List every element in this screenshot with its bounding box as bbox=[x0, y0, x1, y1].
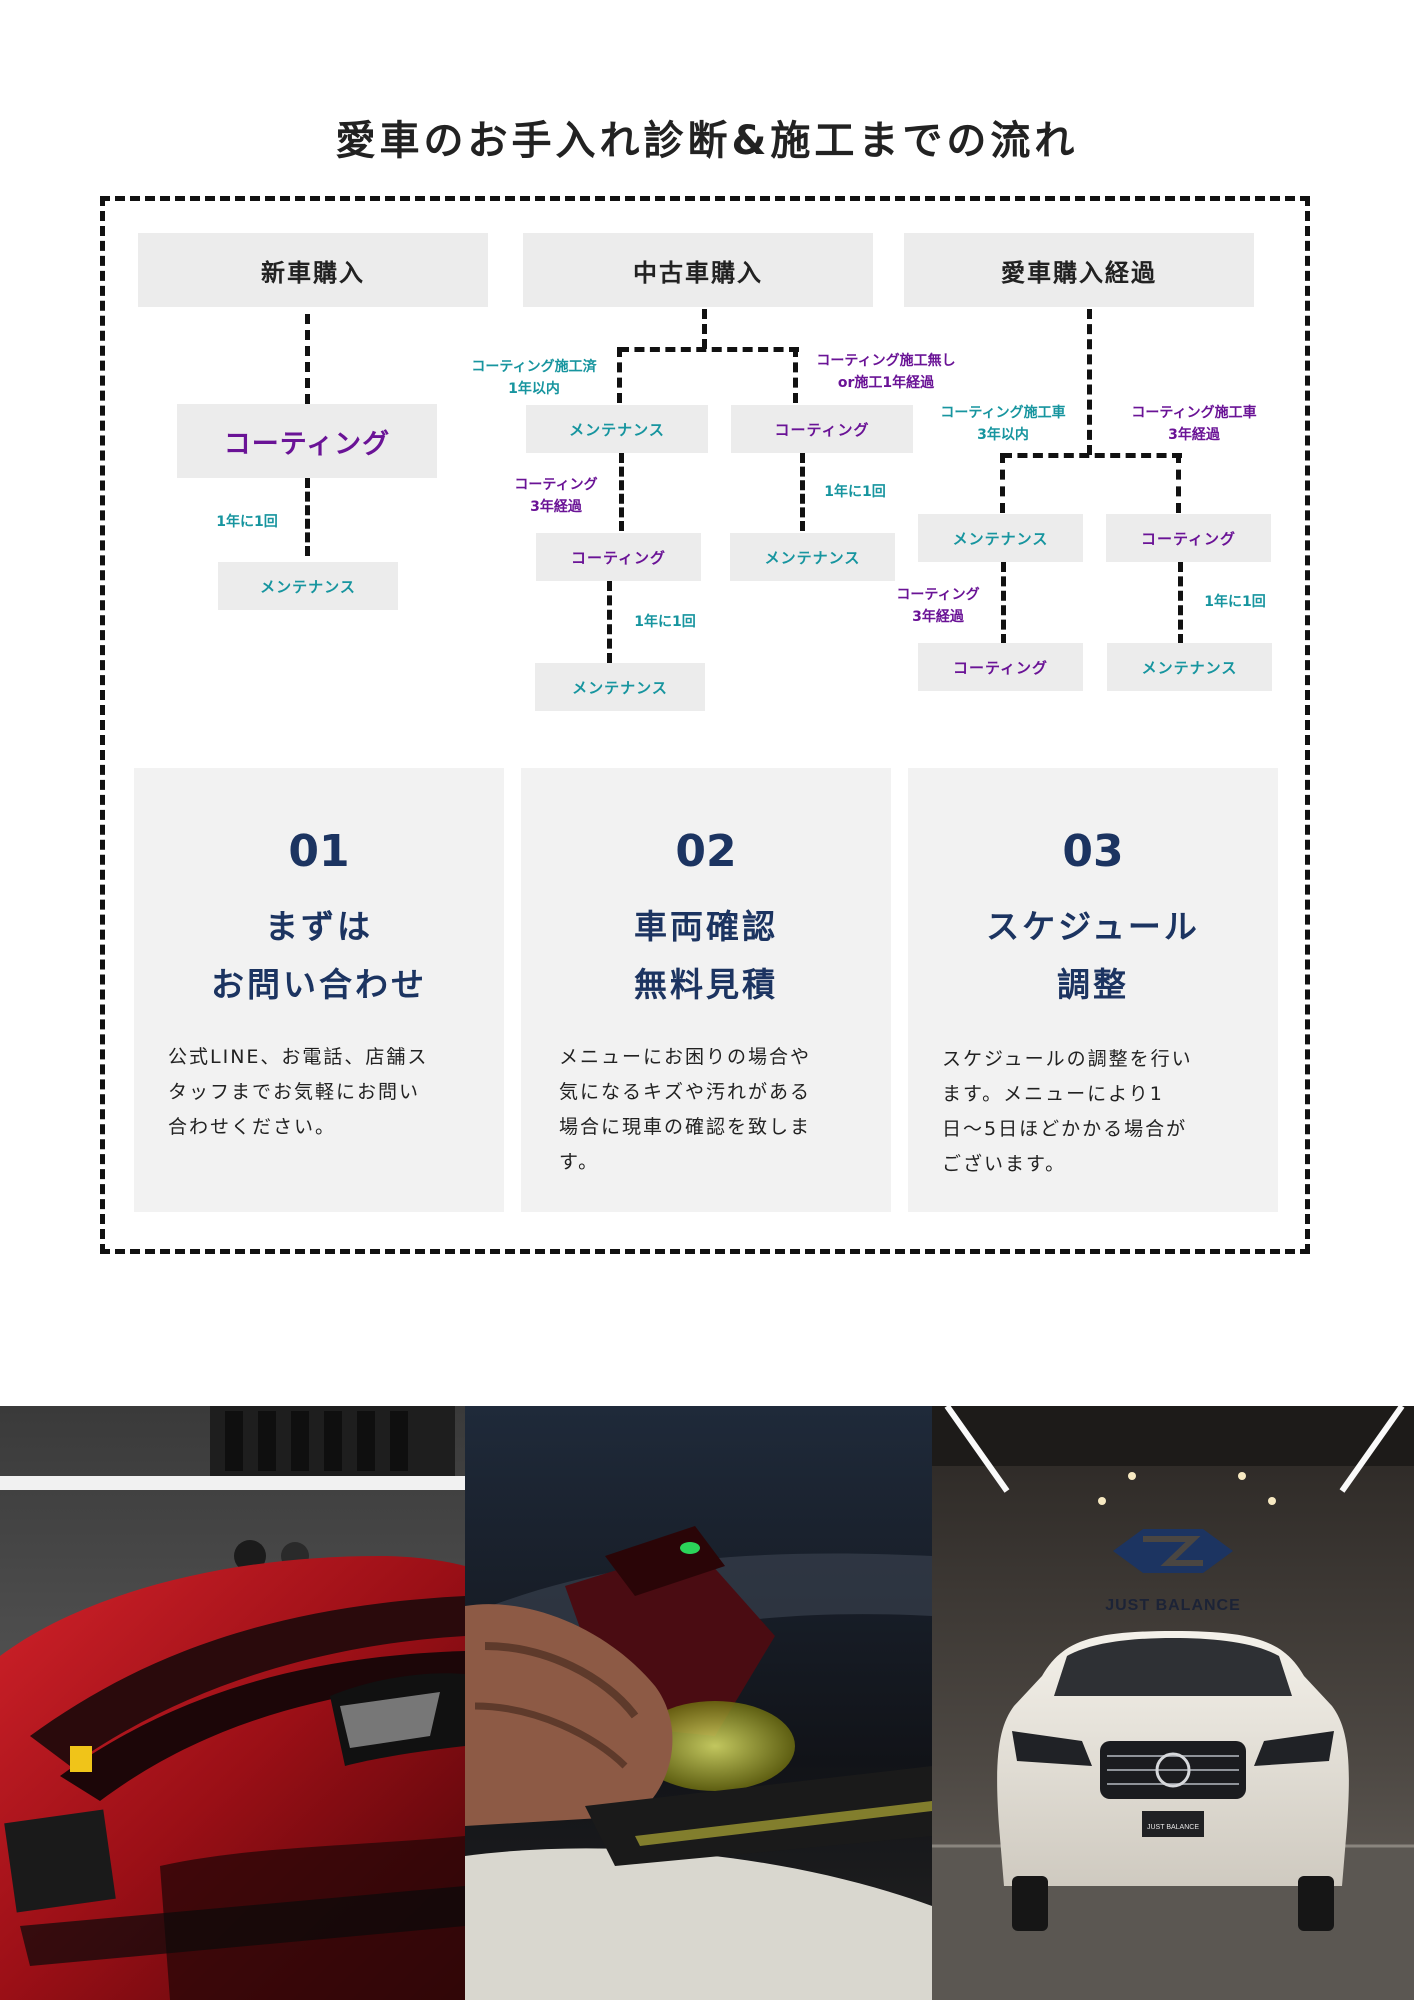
step-description: メニューにお困りの場合や 気になるキズや汚れがある 場合に現車の確認を致しま す… bbox=[559, 1046, 812, 1173]
flow-box-maintenance: メンテナンス bbox=[526, 405, 708, 453]
step-description: 公式LINE、お電話、店舗ス タッフまでお気軽にお問い 合わせください。 bbox=[168, 1046, 429, 1138]
flow-box-maintenance: メンテナンス bbox=[918, 514, 1083, 562]
interval-label: 1年に1回 bbox=[216, 514, 278, 530]
white-suv-illustration: JUST BALANCE JUST BALANCE bbox=[932, 1406, 1414, 2000]
interval-label: 1年に1回 bbox=[824, 484, 886, 500]
flow-box-maintenance: メンテナンス bbox=[1107, 643, 1272, 691]
connector-line bbox=[607, 581, 612, 663]
connector-line bbox=[305, 314, 310, 404]
interval-label: 1年に1回 bbox=[634, 614, 696, 630]
condition-label: コーティング 3年経過 bbox=[514, 477, 598, 515]
condition-label: コーティング施工済 1年以内 bbox=[471, 359, 597, 397]
photo-polisher bbox=[465, 1406, 932, 2000]
column-header-elapsed: 愛車購入経過 bbox=[904, 233, 1254, 307]
connector-line bbox=[702, 309, 707, 349]
connector-line bbox=[619, 453, 624, 531]
flow-box-maintenance: メンテナンス bbox=[218, 562, 398, 610]
column-header-new-car: 新車購入 bbox=[138, 233, 488, 307]
photo-red-sports-car bbox=[0, 1406, 465, 2000]
connector-line bbox=[1000, 453, 1005, 513]
connector-line bbox=[1087, 309, 1092, 455]
flow-box-coating: コーティング bbox=[918, 643, 1083, 691]
connector-line bbox=[800, 453, 805, 531]
connector-line bbox=[1002, 453, 1182, 458]
step-card-3: 03 スケジュール 調整 スケジュールの調整を行い ます。メニューにより1 日～… bbox=[908, 768, 1278, 1212]
connector-line bbox=[619, 347, 799, 352]
connector-line bbox=[793, 347, 798, 403]
connector-line bbox=[1001, 562, 1006, 644]
step-number: 03 bbox=[1062, 826, 1124, 877]
flow-box-coating: コーティング bbox=[1106, 514, 1271, 562]
connector-line bbox=[305, 478, 310, 556]
flow-frame bbox=[100, 196, 1310, 1254]
polisher-illustration bbox=[465, 1406, 932, 2000]
flow-box-coating: コーティング bbox=[731, 405, 913, 453]
flow-box-maintenance: メンテナンス bbox=[730, 533, 895, 581]
car-emblem-icon bbox=[1155, 1752, 1191, 1788]
red-car-illustration bbox=[0, 1406, 465, 2000]
brand-logo-icon bbox=[1113, 1529, 1233, 1573]
step-card-2: 02 車両確認 無料見積 メニューにお困りの場合や 気になるキズや汚れがある 場… bbox=[521, 768, 891, 1212]
connector-line bbox=[1176, 453, 1181, 513]
step-number: 01 bbox=[288, 826, 350, 877]
connector-line bbox=[1178, 562, 1183, 644]
page-title: 愛車のお手入れ診断&施工までの流れ bbox=[335, 118, 1079, 164]
step-number: 02 bbox=[675, 826, 737, 877]
step-title: 車両確認 無料見積 bbox=[634, 907, 778, 1004]
flow-box-maintenance: メンテナンス bbox=[535, 663, 705, 711]
flow-box-coating: コーティング bbox=[536, 533, 701, 581]
condition-label: コーティング 3年経過 bbox=[896, 587, 980, 625]
license-plate: JUST BALANCE bbox=[1147, 1824, 1199, 1831]
garage-sign: JUST BALANCE bbox=[1105, 1597, 1241, 1614]
flow-box-coating: コーティング bbox=[177, 404, 437, 478]
condition-label: コーティング施工車 3年以内 bbox=[940, 405, 1066, 443]
connector-line bbox=[617, 347, 622, 403]
step-description: スケジュールの調整を行い ます。メニューにより1 日～5日ほどかかる場合が ござ… bbox=[942, 1048, 1193, 1175]
interval-label: 1年に1回 bbox=[1204, 594, 1266, 610]
condition-label: コーティング施工無し or施工1年経過 bbox=[816, 353, 956, 391]
column-header-used-car: 中古車購入 bbox=[523, 233, 873, 307]
step-title: まずは お問い合わせ bbox=[211, 907, 427, 1004]
photo-white-suv-garage: JUST BALANCE JUST BALANCE bbox=[932, 1406, 1414, 2000]
condition-label: コーティング施工車 3年経過 bbox=[1131, 405, 1257, 443]
step-title: スケジュール 調整 bbox=[986, 907, 1200, 1004]
step-card-1: 01 まずは お問い合わせ 公式LINE、お電話、店舗ス タッフまでお気軽にお問… bbox=[134, 768, 504, 1212]
